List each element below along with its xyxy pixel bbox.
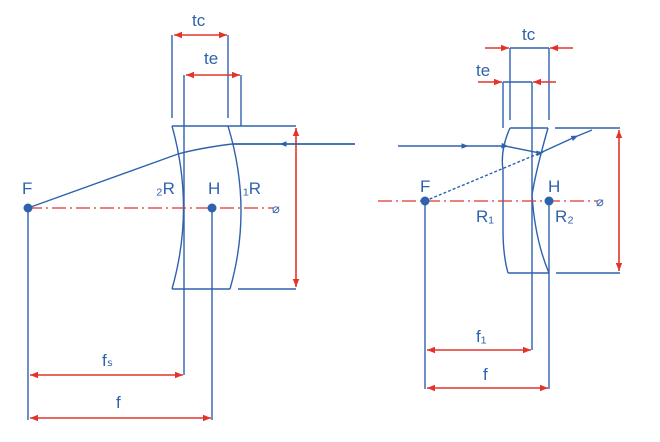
lens-surface-1 xyxy=(227,125,242,290)
lens-edges xyxy=(172,125,296,290)
focal-label: f xyxy=(116,393,121,412)
radius-2-label: ₂R xyxy=(156,179,175,198)
back-focal-label: fₛ xyxy=(102,351,113,370)
radius-1-label: ₁R xyxy=(243,179,261,198)
right-lens-diagram: tc te ⌀ F H R₁ R₂ f₁ f xyxy=(378,25,623,392)
radius-1-label: R₁ xyxy=(476,207,494,226)
focal-point-label: F xyxy=(22,179,32,198)
tc-label: tc xyxy=(522,25,536,44)
focal-label: f xyxy=(483,365,488,384)
focal-point-label: F xyxy=(420,177,430,196)
refracted-ray xyxy=(27,143,233,209)
back-focal-label: f₁ xyxy=(476,327,487,346)
tc-label: tc xyxy=(192,11,206,30)
radius-2-label: R₂ xyxy=(555,207,574,226)
lens-edges xyxy=(508,127,620,274)
incident-ray xyxy=(398,129,593,157)
virtual-ray xyxy=(424,152,541,202)
te-label: te xyxy=(204,49,218,68)
principal-point-label: H xyxy=(548,177,560,196)
diameter-symbol: ⌀ xyxy=(596,194,604,209)
principal-point-label: H xyxy=(208,179,220,198)
left-lens-diagram: tc te ⌀ F H ₂R ₁R fₛ f xyxy=(22,11,355,422)
diameter-symbol: ⌀ xyxy=(272,201,280,216)
te-label: te xyxy=(476,61,490,80)
